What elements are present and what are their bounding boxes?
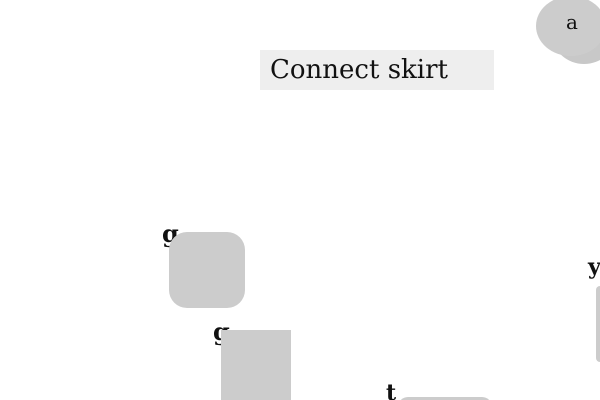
right-edge-node-y[interactable] <box>596 286 600 362</box>
instruction-box: Connect skirt <box>260 50 494 90</box>
right-edge-label-y: y <box>588 254 600 280</box>
instruction-text: Connect skirt <box>270 55 448 85</box>
circle-node-a-label: a <box>566 10 578 34</box>
rounded-square-node-g[interactable] <box>169 232 245 308</box>
circle-node-a[interactable] <box>536 0 600 56</box>
bottom-shape-node-t[interactable] <box>398 397 492 400</box>
square-node-g[interactable] <box>221 330 291 400</box>
bottom-shape-label-t: t <box>386 380 397 400</box>
